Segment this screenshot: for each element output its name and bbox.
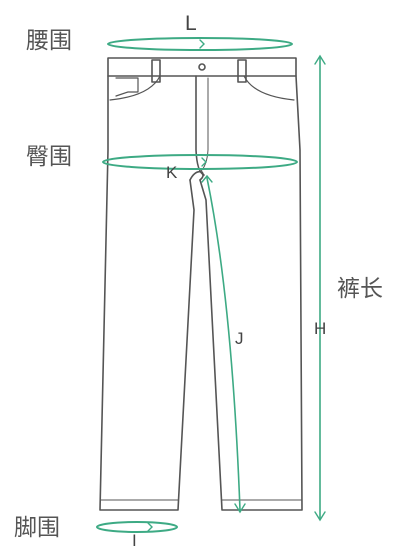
hem-label: 脚围 <box>14 515 60 541</box>
hip-arrow <box>201 157 207 167</box>
measurements <box>96 37 326 533</box>
inseam-arrow-bottom <box>234 503 246 514</box>
belt-loop <box>237 59 247 83</box>
right-leg <box>199 75 303 511</box>
length-arrow-top <box>314 54 326 65</box>
hip-label: 臀围 <box>26 144 72 170</box>
fly <box>195 75 205 176</box>
waist-arrow <box>199 39 205 49</box>
hip-letter: K <box>166 163 178 182</box>
waist-letter: L <box>185 12 197 35</box>
hem-arrow <box>147 522 153 532</box>
inseam-arrow-top <box>201 174 213 183</box>
length-letter: H <box>314 319 326 338</box>
inseam-letter: J <box>235 329 244 348</box>
left-pocket-opening <box>109 75 161 101</box>
fly-stitch <box>199 77 209 173</box>
waist-measure-ring <box>107 37 293 51</box>
waistband <box>107 57 297 77</box>
length-arrow-bottom <box>314 511 326 522</box>
left-pocket <box>115 77 139 97</box>
left-leg <box>99 75 195 511</box>
hip-measure-ring <box>102 154 298 170</box>
waist-label: 腰围 <box>26 28 72 54</box>
inseam-line <box>206 177 241 511</box>
waist-button <box>198 63 206 71</box>
hem-letter: I <box>132 531 137 546</box>
crotch <box>189 170 204 181</box>
hem-measure-ring <box>96 521 178 533</box>
length-label: 裤长 <box>337 276 383 302</box>
trousers-outline <box>99 57 303 511</box>
right-pocket-opening <box>243 75 295 101</box>
